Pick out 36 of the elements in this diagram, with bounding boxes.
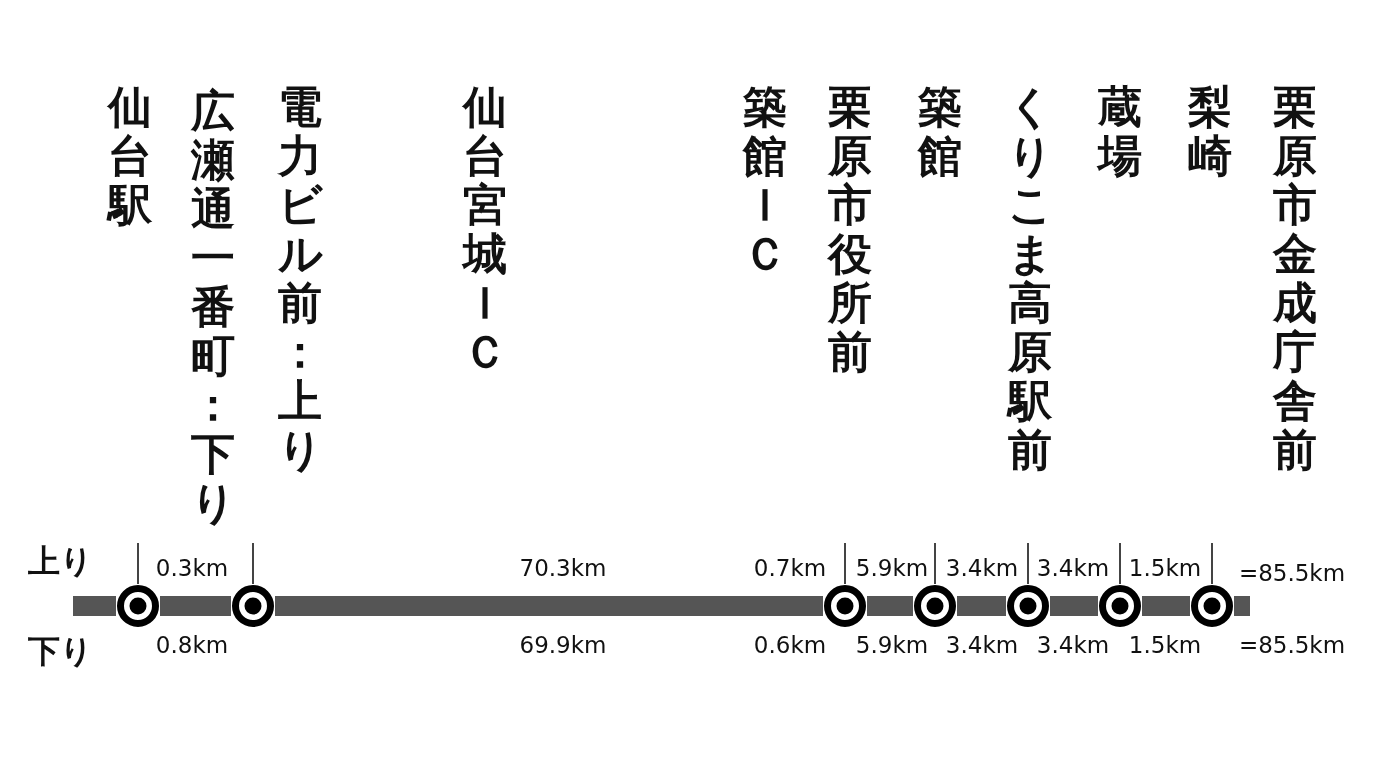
distance-label: 1.5km	[1128, 555, 1202, 581]
stop-name: 梨崎	[1187, 82, 1233, 180]
distance-label: 5.9km	[855, 555, 929, 581]
distance-label: 0.3km	[155, 555, 229, 581]
distance-label: 3.4km	[945, 555, 1019, 581]
stop-name: 築館	[917, 82, 963, 180]
route-line	[957, 596, 1006, 616]
distance-label: =85.5km	[1238, 560, 1346, 586]
route-line	[160, 596, 231, 616]
route-line	[1050, 596, 1098, 616]
distance-label: 3.4km	[945, 632, 1019, 658]
distance-label: 0.6km	[753, 632, 827, 658]
distance-label: 0.7km	[753, 555, 827, 581]
stop-name: 蔵場	[1097, 82, 1143, 180]
stop-name: 仙台駅	[107, 82, 153, 229]
stop-name: 栗原市役所前	[827, 82, 873, 376]
stop-name: 電力ビル前：上り	[277, 82, 323, 474]
route-line	[1142, 596, 1190, 616]
direction-label: 上り	[27, 541, 93, 582]
route-line	[275, 596, 823, 616]
distance-label: 0.8km	[155, 632, 229, 658]
distance-label: 70.3km	[519, 555, 607, 581]
stop-name: 栗原市金成庁舎前	[1272, 82, 1318, 474]
route-line	[867, 596, 913, 616]
distance-label: =85.5km	[1238, 632, 1346, 658]
distance-label: 69.9km	[519, 632, 607, 658]
distance-label: 3.4km	[1036, 555, 1110, 581]
distance-label: 3.4km	[1036, 632, 1110, 658]
distance-label: 1.5km	[1128, 632, 1202, 658]
stop-name: 築館ＩＣ	[742, 82, 788, 278]
stop-marker	[231, 543, 275, 628]
stop-name: くりこま高原駅前	[1007, 82, 1053, 474]
direction-label: 下り	[27, 631, 93, 672]
stop-name: 仙台宮城ＩＣ	[462, 82, 508, 376]
distance-label: 5.9km	[855, 632, 929, 658]
stop-name: 広瀬通一番町：下り	[190, 86, 236, 527]
